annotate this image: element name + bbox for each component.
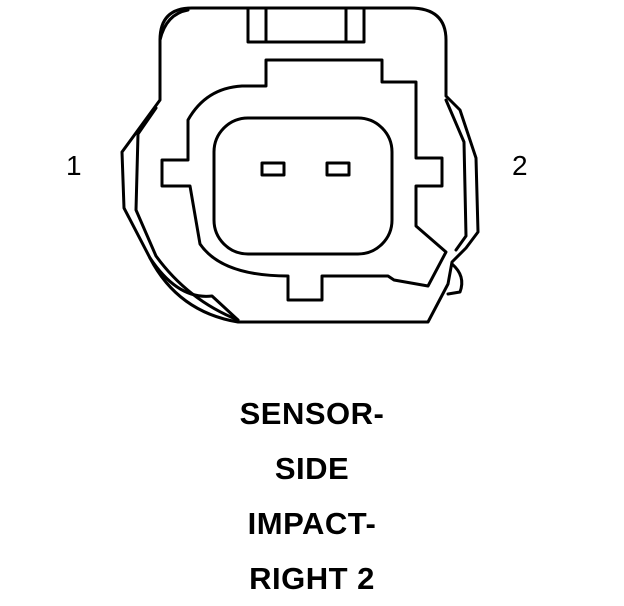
housing-side-wall-left-inner: [148, 256, 240, 322]
pin-1-label: 1: [66, 150, 82, 181]
connector-title: SENSOR- SIDE IMPACT- RIGHT 2: [0, 386, 624, 606]
connector-housing-outline: [120, 6, 480, 324]
title-line-4: RIGHT 2: [249, 561, 375, 596]
title-line-1: SENSOR-: [239, 396, 385, 431]
top-latch: [246, 6, 366, 44]
keyed-inner-body: [160, 58, 448, 302]
title-line-3: IMPACT-: [247, 506, 377, 541]
connector-face-diagram: [120, 6, 480, 324]
title-line-2: SIDE: [274, 451, 350, 486]
terminal-pin-2: [325, 161, 351, 177]
terminal-pin-1: [260, 161, 286, 177]
terminal-cavity: [212, 116, 394, 256]
housing-side-wall-right: [444, 98, 468, 252]
housing-inner-edge-left: [158, 8, 190, 42]
pin-2-label: 2: [512, 150, 528, 181]
housing-side-wall-right-outer: [446, 262, 464, 296]
housing-side-wall-left: [134, 106, 240, 322]
